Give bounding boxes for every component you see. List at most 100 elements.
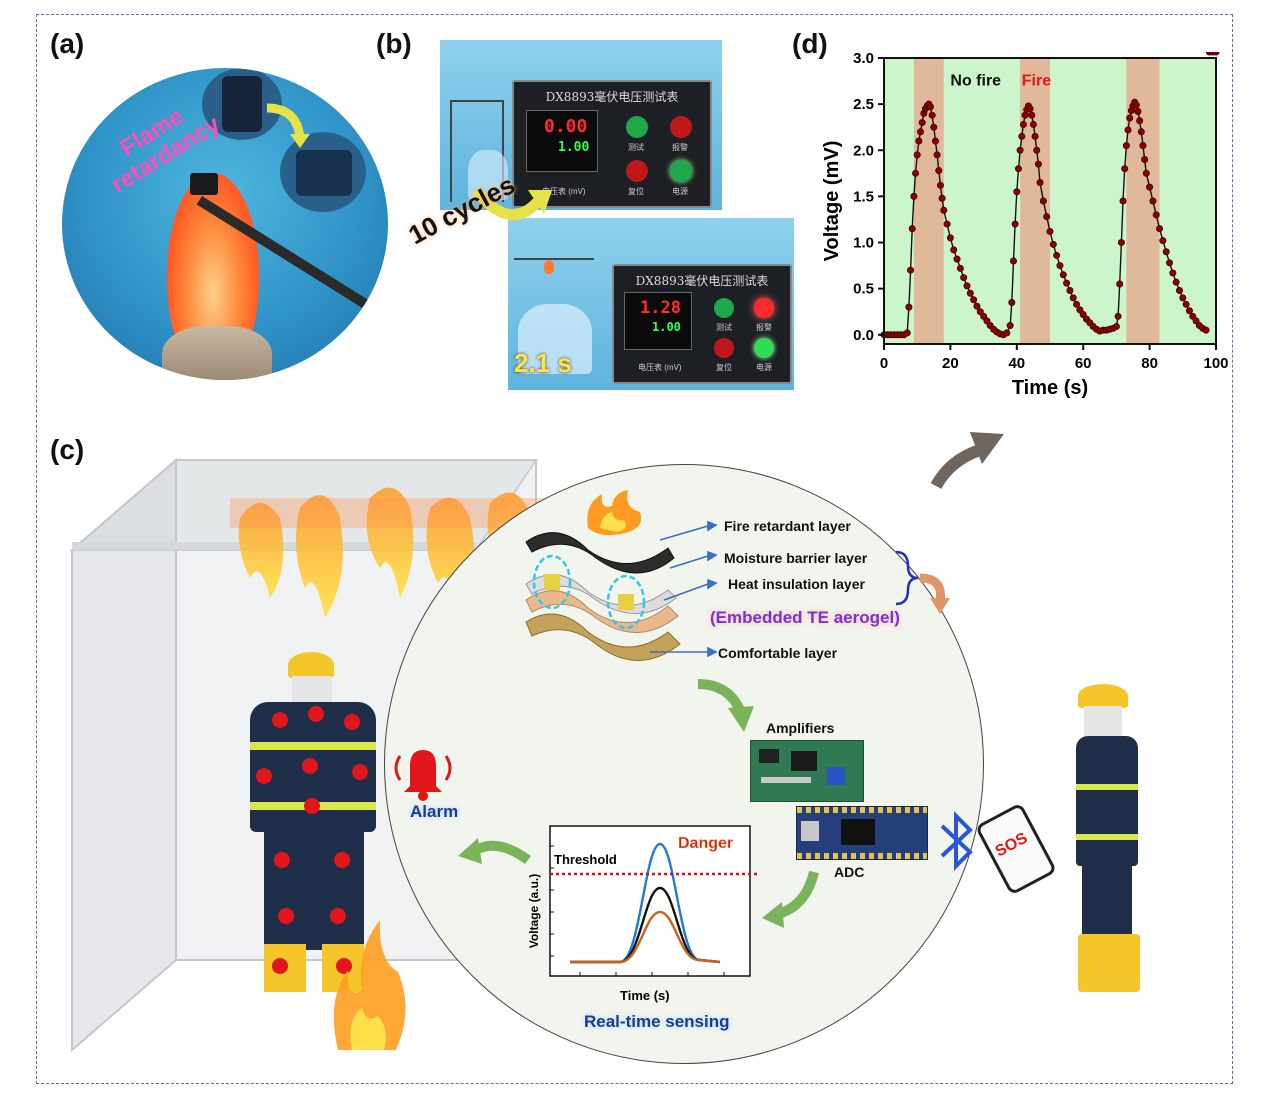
data-point [973,302,981,310]
data-point [946,234,954,242]
data-point [1063,279,1071,287]
comfortable-layer-label: Comfortable layer [718,645,838,661]
meter-1-reset-label: 复位 [628,187,644,196]
data-point [1134,108,1142,116]
x-tick-label: 40 [1008,355,1025,372]
data-point [1039,197,1047,205]
time-label: 2.1 s [514,348,572,378]
data-point [940,206,948,214]
data-point [1008,298,1016,306]
data-point [970,296,978,304]
data-point [1036,179,1044,187]
data-point [1011,220,1019,228]
data-point [905,303,913,311]
data-point [1029,120,1037,128]
data-point [907,266,915,274]
data-point [1182,300,1190,308]
data-point [1137,128,1145,136]
meter-1-title: DX8893毫伏电压测试表 [545,90,679,104]
y-tick-label: 1.5 [853,188,874,205]
data-point [1179,294,1187,302]
panel-a-photo: Flame retardancy [62,68,388,380]
data-point [1053,251,1061,259]
x-tick-label: 20 [942,355,959,372]
data-point [930,123,938,131]
meter-1-unit-label: 电压表 (mV) [542,187,586,196]
meter-2-test-label: 测试 [716,323,732,332]
adc-label: ADC [834,864,865,880]
x-tick-label: 80 [1141,355,1158,372]
data-point [1185,307,1193,315]
data-point [918,119,926,127]
x-axis-label: Time (s) [1012,377,1088,399]
embedded-te-aerogel-label: (Embedded TE aerogel) [710,608,900,627]
firefighter-side [1068,684,1148,996]
panel-b-photo-1: DX8893毫伏电压测试表 0.00 1.00 测试 报警 复位 电源 电压表 … [440,40,722,210]
data-point [1073,300,1081,308]
data-point [915,137,923,145]
data-point [1112,322,1120,330]
data-point [1149,197,1157,205]
data-point [1018,132,1026,140]
data-point [1146,183,1154,191]
meter-2-red-reading: 1.28 [640,298,681,318]
data-point [1059,271,1067,279]
data-point [1066,286,1074,294]
data-point [1159,237,1167,245]
panel-b-photo-2: DX8893毫伏电压测试表 1.28 1.00 测试 报警 复位 电源 电压表 … [508,218,794,390]
amplifier-board [750,740,864,802]
data-point [1169,269,1177,277]
meter-1-red-reading: 0.00 [544,116,588,137]
meter-1-test-label: 测试 [628,143,644,152]
annotation-no-fire: No fire [950,73,1001,90]
data-point [966,289,974,297]
dark-arrow-to-chart-icon [930,432,1004,490]
firefighter-back [244,652,384,1012]
data-point [1028,111,1036,119]
data-point [1116,280,1124,288]
y-tick-label: 2.0 [853,142,874,159]
inset-threshold-label: Threshold [554,852,617,867]
data-point [1142,169,1150,177]
data-point [1166,259,1174,267]
inset-curve-orange [570,910,721,964]
meter-1-power-label: 电源 [672,187,688,196]
fire-retardant-layer-label: Fire retardant layer [724,518,851,534]
inset-x-label: Time (s) [620,988,670,1003]
data-point [933,151,941,159]
data-point [931,137,939,145]
data-point [1119,197,1127,205]
data-point [936,181,944,189]
data-point [1212,52,1220,56]
data-point [1056,262,1064,270]
data-point [1117,239,1125,247]
data-point [1175,286,1183,294]
green-arrow-to-alarm-icon [458,838,531,865]
meter-1-green-reading: 1.00 [558,140,590,155]
data-point [1121,165,1129,173]
data-point [950,246,958,254]
cycle-arrow-icon [471,186,552,220]
data-point [912,169,920,177]
data-point [1034,160,1042,168]
data-point [1003,329,1011,337]
meter-2-power-label: 电源 [756,363,772,372]
brace-arrow-icon [895,550,950,614]
data-point [1013,188,1021,196]
green-arrow-to-chart-icon [762,870,819,928]
data-point [1049,240,1057,248]
data-point [1162,248,1170,256]
green-arrow-to-amplifier-icon [697,679,754,732]
moisture-barrier-layer-label: Moisture barrier layer [724,550,868,566]
data-point [1009,257,1017,265]
y-tick-label: 2.5 [853,96,874,113]
panel-label-d: (d) [792,28,828,59]
meter-2-unit-label: 电压表 (mV) [638,363,682,372]
data-point [1026,105,1034,113]
data-point [1122,142,1130,150]
data-point [1033,146,1041,154]
x-tick-label: 0 [880,355,888,372]
alarm-bell-icon [394,750,452,801]
